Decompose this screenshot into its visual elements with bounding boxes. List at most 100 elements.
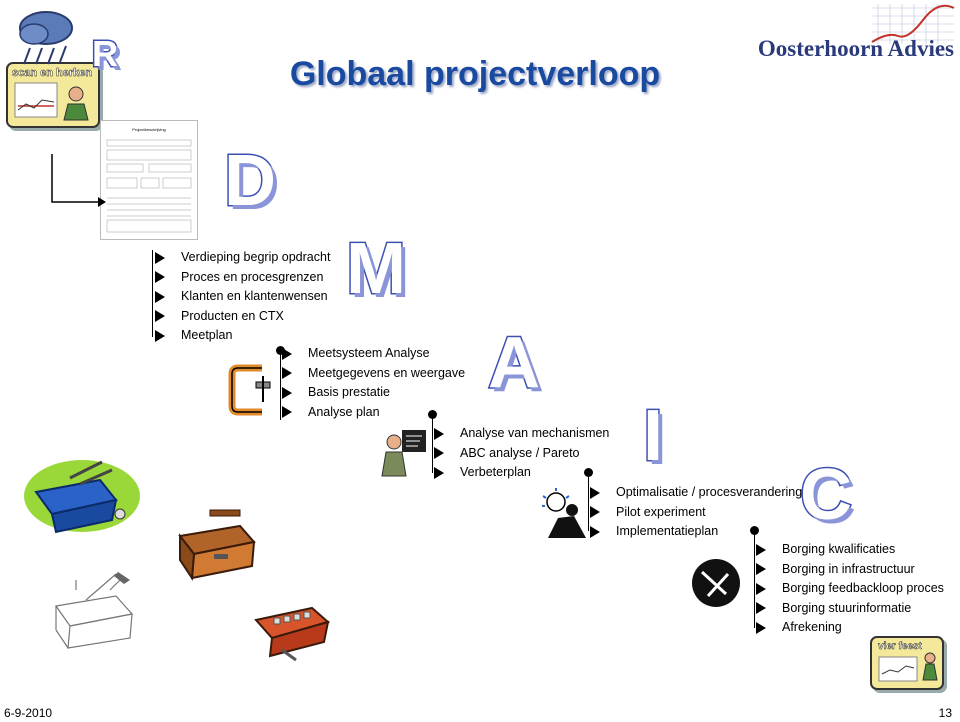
toolbox-open-icon bbox=[254, 606, 331, 662]
toolbox-blue-icon bbox=[24, 460, 140, 534]
chart-thumbnail-icon bbox=[14, 82, 58, 118]
arrow-icon bbox=[756, 582, 776, 595]
bullet-dot bbox=[276, 346, 285, 355]
phase-a: Analyse van mechanismen ABC analyse / Pa… bbox=[428, 410, 609, 483]
phase-i-line bbox=[588, 474, 589, 531]
chart-thumbnail-icon bbox=[878, 656, 918, 682]
letter-i: I bbox=[641, 396, 664, 476]
phase-m: Meetsysteem Analyse Meetgegevens en weer… bbox=[274, 346, 465, 422]
step-label: Optimalisatie / procesverandering bbox=[616, 485, 803, 499]
start-card-label: scan en herken bbox=[12, 67, 93, 79]
bullet-dot bbox=[584, 468, 593, 477]
phase-m-line bbox=[280, 352, 281, 420]
phase-d-line bbox=[152, 250, 153, 337]
step-label: Borging feedbackloop proces bbox=[782, 581, 944, 595]
graph-paper-icon bbox=[871, 4, 955, 44]
arrow-icon bbox=[155, 271, 175, 284]
bullet-dot bbox=[428, 410, 437, 419]
connector-arrow bbox=[51, 154, 106, 207]
phase-i: Optimalisatie / procesverandering Pilot … bbox=[584, 468, 802, 542]
step-label: Meetsysteem Analyse bbox=[308, 346, 430, 360]
rain-cloud-icon bbox=[19, 11, 73, 65]
step-row: Optimalisatie / procesverandering bbox=[590, 483, 802, 503]
celebration-person-icon bbox=[922, 652, 938, 681]
project-form-header: Projectbeschrijving bbox=[132, 127, 166, 132]
project-form-document: Projectbeschrijving bbox=[100, 120, 198, 240]
step-label: Klanten en klantenwensen bbox=[181, 289, 328, 303]
step-label: Borging in infrastructuur bbox=[782, 561, 915, 576]
step-row: ABC analyse / Pareto bbox=[434, 444, 609, 464]
arrow-icon bbox=[434, 427, 454, 440]
letter-m: M bbox=[345, 229, 408, 309]
step-row: Verdieping begrip opdracht bbox=[155, 248, 330, 268]
step-row: Borging stuurinformatie bbox=[756, 599, 944, 619]
step-label: Analyse plan bbox=[308, 404, 380, 419]
arrow-icon bbox=[282, 367, 302, 380]
hammer-hand-icon bbox=[692, 559, 740, 607]
step-label: Meetplan bbox=[181, 328, 233, 342]
step-row: Meetsysteem Analyse bbox=[282, 344, 465, 364]
step-row: Pilot experiment bbox=[590, 503, 802, 523]
step-label: Borging stuurinformatie bbox=[782, 600, 912, 615]
step-label: Proces en procesgrenzen bbox=[181, 269, 324, 284]
letter-a: A bbox=[487, 323, 542, 403]
arrow-icon bbox=[282, 386, 302, 399]
bullet-dot bbox=[750, 526, 759, 535]
arrow-icon bbox=[282, 406, 302, 419]
arrow-icon bbox=[434, 466, 454, 479]
step-row: Borging in infrastructuur bbox=[756, 560, 944, 580]
footer-date: 6-9-2010 bbox=[4, 706, 53, 720]
arrow-icon bbox=[282, 347, 302, 360]
page-title: Globaal projectverloop bbox=[289, 55, 661, 93]
step-row: Afrekening bbox=[756, 618, 944, 638]
company-logo: Oosterhoorn Advies bbox=[757, 36, 954, 61]
step-label: Verdieping begrip opdracht bbox=[181, 250, 331, 264]
step-row: Implementatieplan bbox=[590, 522, 802, 542]
step-row: Analyse van mechanismen bbox=[434, 424, 609, 444]
step-row: Basis prestatie bbox=[282, 383, 465, 403]
arrow-icon bbox=[155, 310, 175, 323]
arrow-icon bbox=[155, 251, 175, 264]
arrow-icon bbox=[590, 506, 610, 519]
person-icon bbox=[63, 86, 89, 121]
phase-a-line bbox=[432, 416, 433, 473]
step-label: Analyse van mechanismen bbox=[460, 426, 610, 440]
arrow-icon bbox=[155, 329, 175, 342]
toolbox-wood-icon bbox=[178, 509, 256, 581]
arrow-icon bbox=[756, 543, 776, 556]
end-card-label: vier feest bbox=[878, 641, 922, 652]
step-label: Meetgegevens en weergave bbox=[308, 365, 466, 380]
presenter-icon bbox=[381, 430, 426, 477]
step-row: Borging kwalificaties bbox=[756, 540, 944, 560]
step-label: Basis prestatie bbox=[308, 385, 390, 399]
arrow-icon bbox=[756, 602, 776, 615]
step-row: Producten en CTX bbox=[155, 307, 330, 327]
step-row: Klanten en klantenwensen bbox=[155, 287, 330, 307]
toolbox-sketch-icon bbox=[54, 572, 134, 649]
arrow-icon bbox=[756, 563, 776, 576]
arrow-icon bbox=[434, 447, 454, 460]
phase-d: Verdieping begrip opdracht Proces en pro… bbox=[148, 248, 330, 346]
letter-d: D bbox=[223, 141, 278, 221]
step-row: Meetgegevens en weergave bbox=[282, 364, 465, 384]
step-row: Analyse plan bbox=[282, 403, 465, 423]
step-label: Pilot experiment bbox=[616, 504, 706, 519]
clamp-tool-icon bbox=[228, 364, 271, 416]
step-label: Producten en CTX bbox=[181, 308, 284, 323]
step-row: Meetplan bbox=[155, 326, 330, 346]
step-label: Borging kwalificaties bbox=[782, 542, 896, 556]
letter-c: C bbox=[799, 455, 854, 535]
phase-c-line bbox=[754, 532, 755, 628]
arrow-icon bbox=[155, 290, 175, 303]
phase-c: Borging kwalificaties Borging in infrast… bbox=[750, 526, 944, 638]
idea-person-icon bbox=[542, 488, 586, 538]
step-label: ABC analyse / Pareto bbox=[460, 445, 580, 460]
letter-r: R bbox=[91, 33, 120, 74]
step-label: Verbeterplan bbox=[460, 465, 531, 479]
step-label: Afrekening bbox=[782, 620, 842, 634]
arrow-icon bbox=[590, 525, 610, 538]
step-row: Verbeterplan bbox=[434, 463, 609, 483]
step-row: Borging feedbackloop proces bbox=[756, 579, 944, 599]
arrow-icon bbox=[590, 486, 610, 499]
step-label: Implementatieplan bbox=[616, 524, 719, 538]
